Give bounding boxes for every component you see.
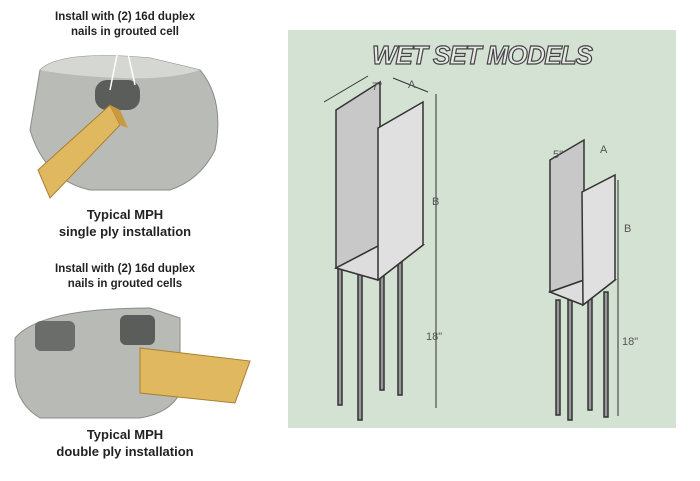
caption-line: Typical MPH	[86, 207, 164, 222]
caption-line: single ply installation	[58, 224, 192, 239]
large-post-base-drawing	[323, 75, 437, 421]
wet-set-models-panel: WET SET MODELS 7" A B 18" 5"	[288, 30, 676, 428]
caption-line: double ply installation	[56, 444, 194, 459]
small-width-label: 5"	[553, 149, 563, 161]
small-height-label: B	[624, 223, 631, 235]
small-depth-label: A	[600, 144, 608, 156]
single-ply-caption: Typical MPH single ply installation	[20, 206, 230, 240]
single-ply-installation-illustration	[29, 40, 219, 199]
large-height-label: B	[432, 196, 439, 208]
double-ply-installation-illustration	[14, 307, 251, 419]
large-embed-label: 18"	[426, 331, 442, 343]
double-ply-caption: Typical MPH double ply installation	[20, 426, 230, 460]
small-embed-label: 18"	[622, 336, 638, 348]
note-line: nails in grouted cells	[67, 278, 183, 290]
note-line: nails in grouted cell	[71, 26, 179, 38]
caption-line: Typical MPH	[86, 427, 164, 442]
wet-set-drawings: 7" A B 18" 5" A B 18"	[323, 75, 638, 421]
large-depth-label: A	[408, 79, 416, 91]
single-ply-note: Install with (2) 16d duplex nails in gro…	[20, 10, 230, 40]
note-line: Install with (2) 16d duplex	[55, 263, 195, 275]
panel-title: WET SET MODELS	[371, 39, 593, 70]
large-width-label: 7"	[372, 81, 382, 93]
small-post-base-drawing	[547, 138, 619, 421]
double-ply-note: Install with (2) 16d duplex nails in gro…	[20, 262, 230, 292]
note-line: Install with (2) 16d duplex	[55, 11, 195, 23]
